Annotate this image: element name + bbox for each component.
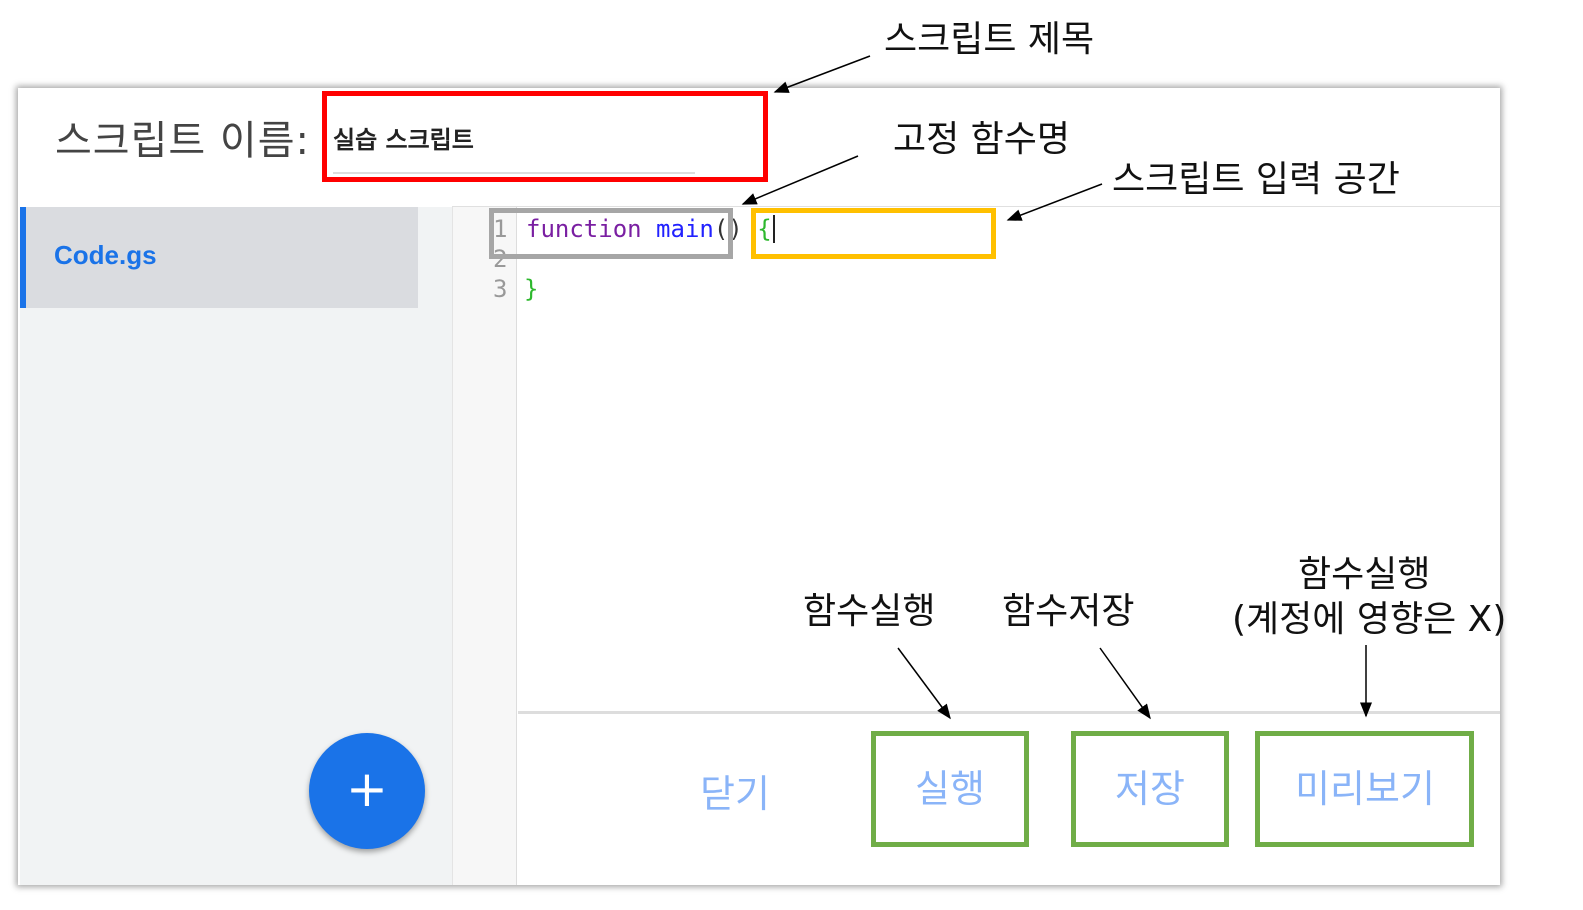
sidebar-margin [418,207,452,885]
run-button[interactable]: 실행 [915,767,985,811]
code-open-brace: { [757,215,772,243]
script-name-label: 스크립트 이름: [55,118,310,164]
line-number: 2 [493,245,508,273]
arrow [1099,647,1151,720]
save-button[interactable]: 저장 [1115,767,1185,811]
annotation-preview-1: 함수실행 [1298,554,1431,595]
code-keyword: function [526,215,642,243]
annotation-save: 함수저장 [1002,591,1135,632]
line-gutter [452,207,517,885]
line-number: 3 [493,275,508,303]
annotation-preview-2: (계정에 영향은 X) [1232,599,1507,640]
divider [452,206,1500,207]
preview-button[interactable]: 미리보기 [1295,767,1435,811]
arrow [773,55,871,93]
add-file-button[interactable]: + [309,733,425,849]
close-button[interactable]: 닫기 [700,772,770,816]
arrow [741,155,859,205]
input-underline [333,172,695,174]
script-title-highlight [322,91,768,182]
preview-highlight [1255,731,1474,847]
annotation-script-title: 스크립트 제목 [884,19,1095,60]
save-highlight [1071,731,1229,847]
annotation-run: 함수실행 [803,591,936,632]
line-number: 1 [493,215,508,243]
file-name: Code.gs [54,240,157,270]
annotation-script-input: 스크립트 입력 공간 [1112,159,1400,200]
arrow [897,647,951,720]
plus-icon: + [346,760,388,818]
file-item-code-gs[interactable] [20,207,418,308]
code-close-brace: } [524,275,539,303]
run-highlight [871,731,1029,847]
code-function-name: main [656,215,714,243]
script-name-input[interactable]: 실습 스크립트 [333,126,474,154]
arrow [1006,183,1103,221]
annotation-fixed-function: 고정 함수명 [893,119,1071,160]
input-area-highlight [751,208,996,259]
fixed-function-highlight [489,208,733,259]
footer-divider [518,711,1500,714]
